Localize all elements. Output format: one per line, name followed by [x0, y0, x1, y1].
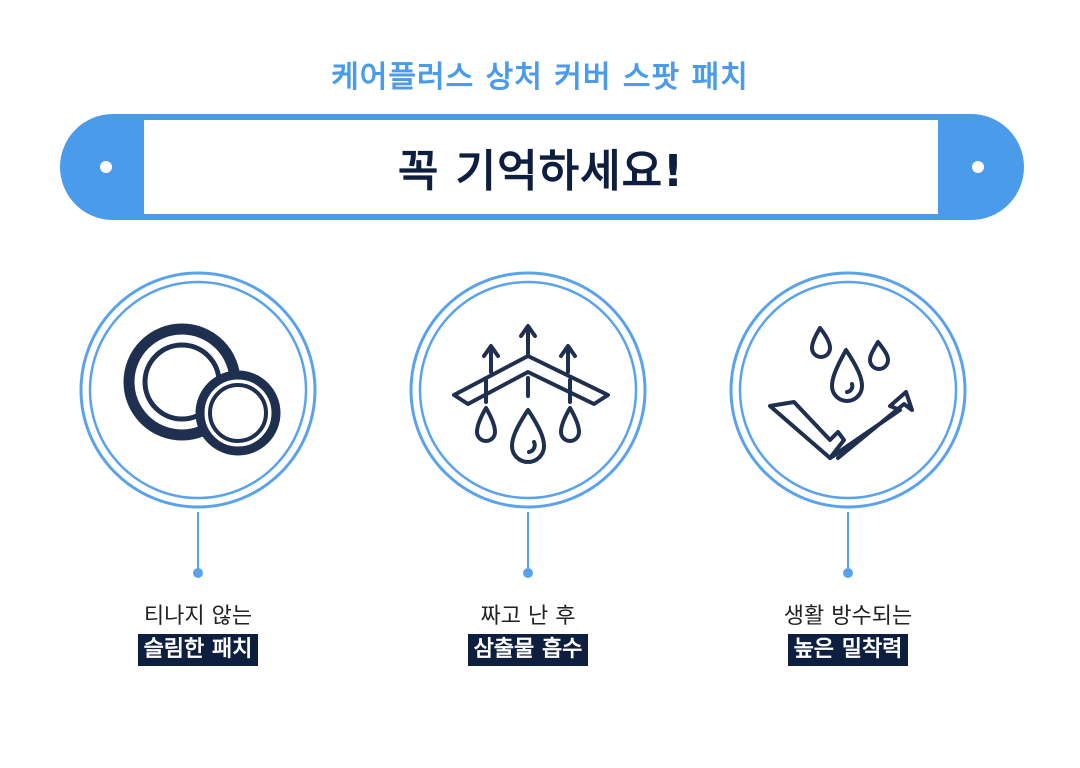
feature-highlight: 슬림한 패치	[137, 634, 259, 666]
feature-ring	[79, 271, 317, 509]
connector-line	[527, 512, 529, 570]
feature-caption: 티나지 않는	[143, 604, 253, 629]
connector-dot	[523, 568, 533, 578]
banner-inner: 꼭 기억하세요!	[144, 120, 938, 214]
feature-caption: 생활 방수되는	[783, 604, 913, 629]
feature-ring	[729, 271, 967, 509]
banner-title: 꼭 기억하세요!	[397, 146, 685, 197]
connector-line	[197, 512, 199, 570]
subtitle: 케어플러스 상처 커버 스팟 패치	[331, 60, 749, 95]
connector-line	[847, 512, 849, 570]
feature-slim-patch: 티나지 않는 슬림한 패치	[78, 270, 318, 680]
banner-dot-right	[972, 161, 984, 173]
title-banner: 꼭 기억하세요!	[60, 114, 1024, 220]
feature-caption: 짜고 난 후	[480, 604, 576, 629]
feature-exudate-absorb: 짜고 난 후 삼출물 흡수	[408, 270, 648, 680]
banner-dot-left	[100, 161, 112, 173]
feature-highlight: 높은 밀착력	[787, 634, 909, 666]
feature-ring	[409, 271, 647, 509]
absorb-droplets-arrows-icon	[452, 324, 610, 464]
connector-dot	[843, 568, 853, 578]
feature-waterproof-adhesion: 생활 방수되는 높은 밀착력	[728, 270, 968, 680]
double-circle-patch-icon	[123, 323, 281, 456]
feature-highlight: 삼출물 흡수	[467, 634, 589, 666]
waterproof-droplets-icon	[768, 326, 914, 460]
connector-dot	[193, 568, 203, 578]
